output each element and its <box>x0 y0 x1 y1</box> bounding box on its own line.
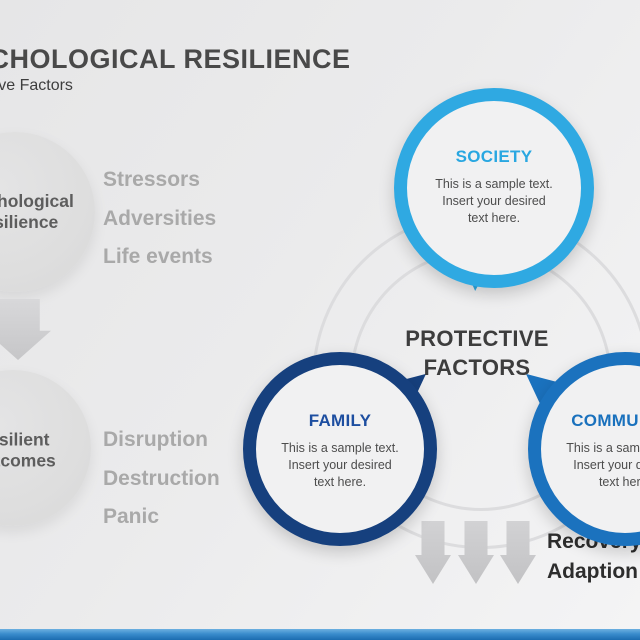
source-circle: Psychological Resilience <box>0 132 95 292</box>
family-label: FAMILY <box>308 411 372 430</box>
community-text: COMMUNITY This is a sample text. Insert … <box>554 411 640 491</box>
outcome-adaption: Adaption <box>547 560 638 583</box>
family-text: FAMILY This is a sample text. Insert you… <box>269 411 410 491</box>
center-label-line2: FACTORS <box>423 354 531 380</box>
society-label: SOCIETY <box>455 147 533 166</box>
result-circle-line2: Outcomes <box>0 450 56 471</box>
family-body: This is a sample text. Insert your desir… <box>281 441 399 489</box>
source-circle-line1: Psychological <box>0 191 74 211</box>
source-circle-label: Psychological Resilience <box>0 191 95 233</box>
stressor-list: Stressors Adversities Life events <box>103 168 216 284</box>
result-circle-line1: Resilient <box>0 429 50 450</box>
list-item: Adversities <box>103 206 217 230</box>
society-body: This is a sample text. Insert your desir… <box>435 177 553 225</box>
center-label: PROTECTIVE FACTORS <box>377 325 577 382</box>
society-text: SOCIETY This is a sample text. Insert yo… <box>421 147 567 227</box>
list-item: Destruction <box>103 466 220 490</box>
list-item: Stressors <box>103 168 200 191</box>
source-circle-line2: Resilience <box>0 212 59 232</box>
list-item: Panic <box>103 505 160 528</box>
down-arrow-icon <box>0 299 51 360</box>
slide-subtitle: Protective Factors <box>0 77 73 94</box>
disruption-list: Disruption Destruction Panic <box>103 428 220 544</box>
slide-title: PSYCHOLOGICAL RESILIENCE <box>0 44 351 74</box>
community-label: COMMUNITY <box>571 411 640 430</box>
result-circle-label: Resilient Outcomes <box>0 430 91 472</box>
list-item: Life events <box>103 245 213 268</box>
bottom-accent-bar <box>0 629 640 640</box>
center-label-line1: PROTECTIVE <box>405 326 549 351</box>
community-body: This is a sample text. Insert your desir… <box>566 441 640 489</box>
list-item: Disruption <box>103 428 208 451</box>
result-circle: Resilient Outcomes <box>0 370 91 526</box>
society-circle: SOCIETY This is a sample text. Insert yo… <box>394 88 594 288</box>
